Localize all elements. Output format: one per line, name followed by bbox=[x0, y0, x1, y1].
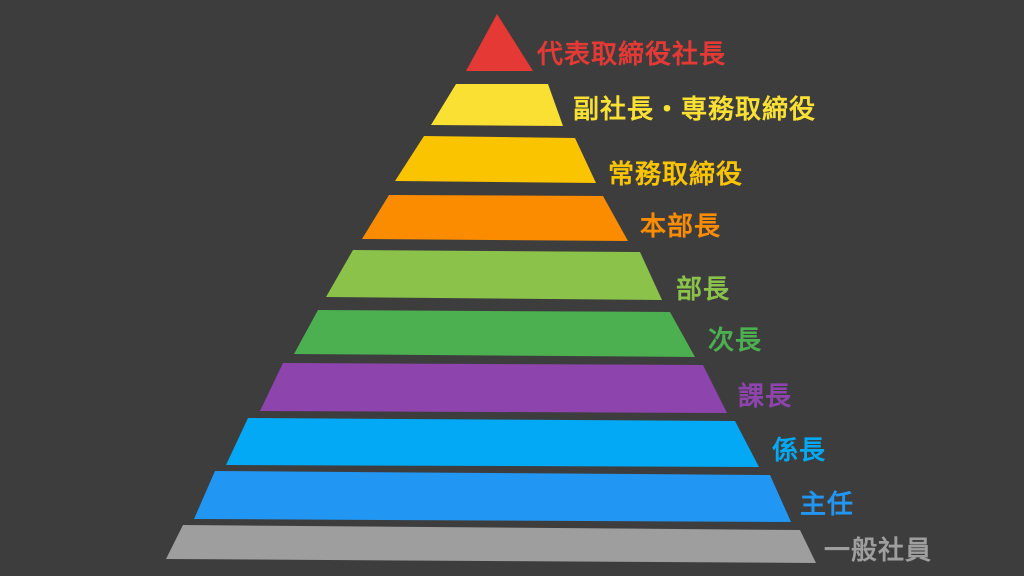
level-shape-subsection-chief bbox=[226, 418, 759, 467]
level-label-senior-staff: 主任 bbox=[800, 490, 855, 520]
level-shape-department-head bbox=[326, 250, 662, 300]
level-label-section-chief: 課長 bbox=[738, 382, 793, 412]
level-label-deputy-head: 次長 bbox=[708, 326, 763, 356]
level-label-department-head: 部長 bbox=[676, 275, 731, 305]
level-label-managing-director: 常務取締役 bbox=[608, 160, 744, 190]
level-shape-managing-director bbox=[395, 136, 596, 183]
level-shape-deputy-head bbox=[294, 310, 695, 357]
level-shape-section-chief bbox=[260, 363, 727, 413]
level-shape-vice-president bbox=[431, 84, 563, 126]
level-shape-division-head bbox=[362, 195, 628, 241]
level-label-division-head: 本部長 bbox=[640, 212, 722, 242]
level-shape-ceo bbox=[466, 14, 533, 71]
level-label-vice-president: 副社長・専務取締役 bbox=[573, 95, 817, 125]
level-label-ceo: 代表取締役社長 bbox=[537, 40, 727, 70]
level-shape-senior-staff bbox=[194, 471, 791, 522]
level-label-general-staff: 一般社員 bbox=[824, 536, 933, 566]
level-label-subsection-chief: 係長 bbox=[772, 436, 827, 466]
level-shape-general-staff bbox=[166, 525, 816, 563]
